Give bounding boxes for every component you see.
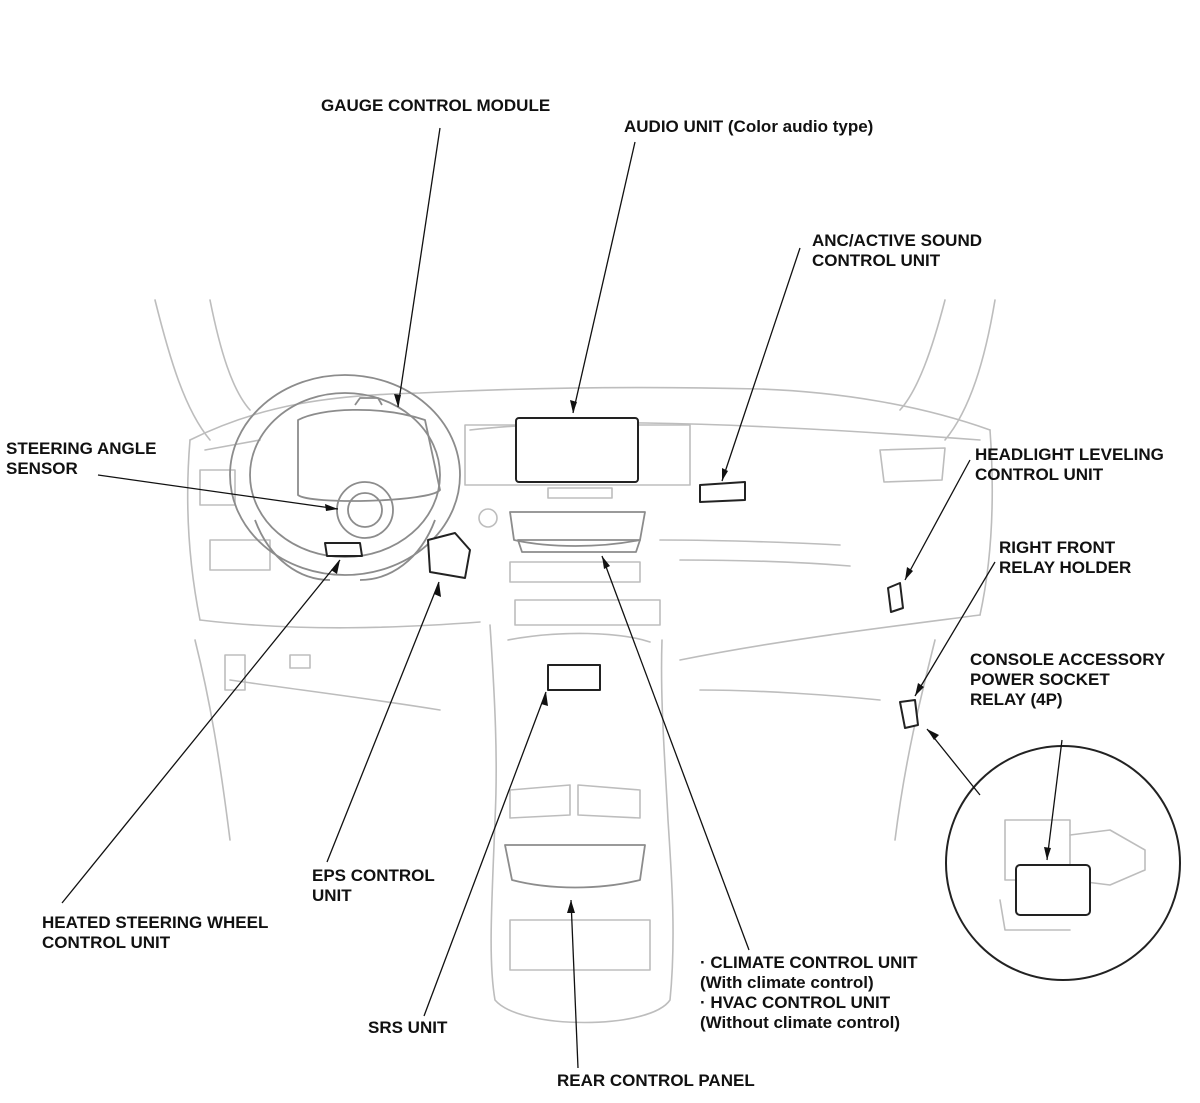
gauge-control-module-text: GAUGE CONTROL MODULE	[321, 96, 551, 115]
steering-line-1: STEERING ANGLE	[6, 439, 157, 458]
center-stack	[464, 417, 691, 626]
heated-line-1: HEATED STEERING WHEEL	[42, 913, 269, 932]
steering-wheel	[229, 374, 461, 581]
steering-angle-sensor-label: STEERING ANGLE SENSOR	[6, 439, 157, 479]
audio-unit-label: AUDIO UNIT (Color audio type)	[624, 117, 873, 137]
climate-line-2: (With climate control)	[700, 973, 874, 992]
center-console	[489, 624, 674, 1024]
console-line-2: POWER SOCKET	[970, 670, 1110, 689]
headlight-leveling-label: HEADLIGHT LEVELING CONTROL UNIT	[975, 445, 1164, 485]
srs-unit-label: SRS UNIT	[368, 1018, 447, 1038]
climate-line-4: (Without climate control)	[700, 1013, 901, 1032]
srs-unit-text: SRS UNIT	[368, 1018, 448, 1037]
anc-control-unit-label: ANC/ACTIVE SOUND CONTROL UNIT	[812, 231, 982, 271]
audio-unit-text: AUDIO UNIT (Color audio type)	[624, 117, 874, 136]
eps-line-2: UNIT	[312, 886, 352, 905]
anc-line-1: ANC/ACTIVE SOUND	[812, 231, 983, 250]
rear-control-panel-text: REAR CONTROL PANEL	[557, 1071, 755, 1090]
climate-line-3: · HVAC CONTROL UNIT	[700, 993, 891, 1012]
climate-control-label: · CLIMATE CONTROL UNIT (With climate con…	[700, 953, 918, 1033]
gauge-control-module-label: GAUGE CONTROL MODULE	[321, 96, 550, 116]
climate-line-1: · CLIMATE CONTROL UNIT	[700, 953, 918, 972]
dashboard-outline	[186, 386, 994, 661]
anc-line-2: CONTROL UNIT	[812, 251, 941, 270]
headlight-line-1: HEADLIGHT LEVELING	[975, 445, 1164, 464]
steering-line-2: SENSOR	[6, 459, 78, 478]
a-pillars	[154, 299, 996, 441]
heated-steering-label: HEATED STEERING WHEEL CONTROL UNIT	[42, 913, 268, 953]
leader-lines	[61, 127, 1063, 1069]
heated-line-2: CONTROL UNIT	[42, 933, 171, 952]
floor-outline	[194, 639, 936, 841]
eps-line-1: EPS CONTROL	[312, 866, 435, 885]
console-relay-label: CONSOLE ACCESSORY POWER SOCKET RELAY (4P…	[970, 650, 1165, 710]
eps-control-unit-label: EPS CONTROL UNIT	[312, 866, 435, 906]
headlight-line-2: CONTROL UNIT	[975, 465, 1104, 484]
relay-holder-label: RIGHT FRONT RELAY HOLDER	[999, 538, 1131, 578]
arrow-heads	[325, 394, 1051, 913]
relay-holder-line-2: RELAY HOLDER	[999, 558, 1132, 577]
modules	[427, 481, 919, 729]
console-line-1: CONSOLE ACCESSORY	[970, 650, 1166, 669]
rear-control-panel-label: REAR CONTROL PANEL	[557, 1071, 755, 1091]
console-line-3: RELAY (4P)	[970, 690, 1063, 709]
relay-holder-line-1: RIGHT FRONT	[999, 538, 1116, 557]
relay-detail-circle	[945, 745, 1181, 981]
